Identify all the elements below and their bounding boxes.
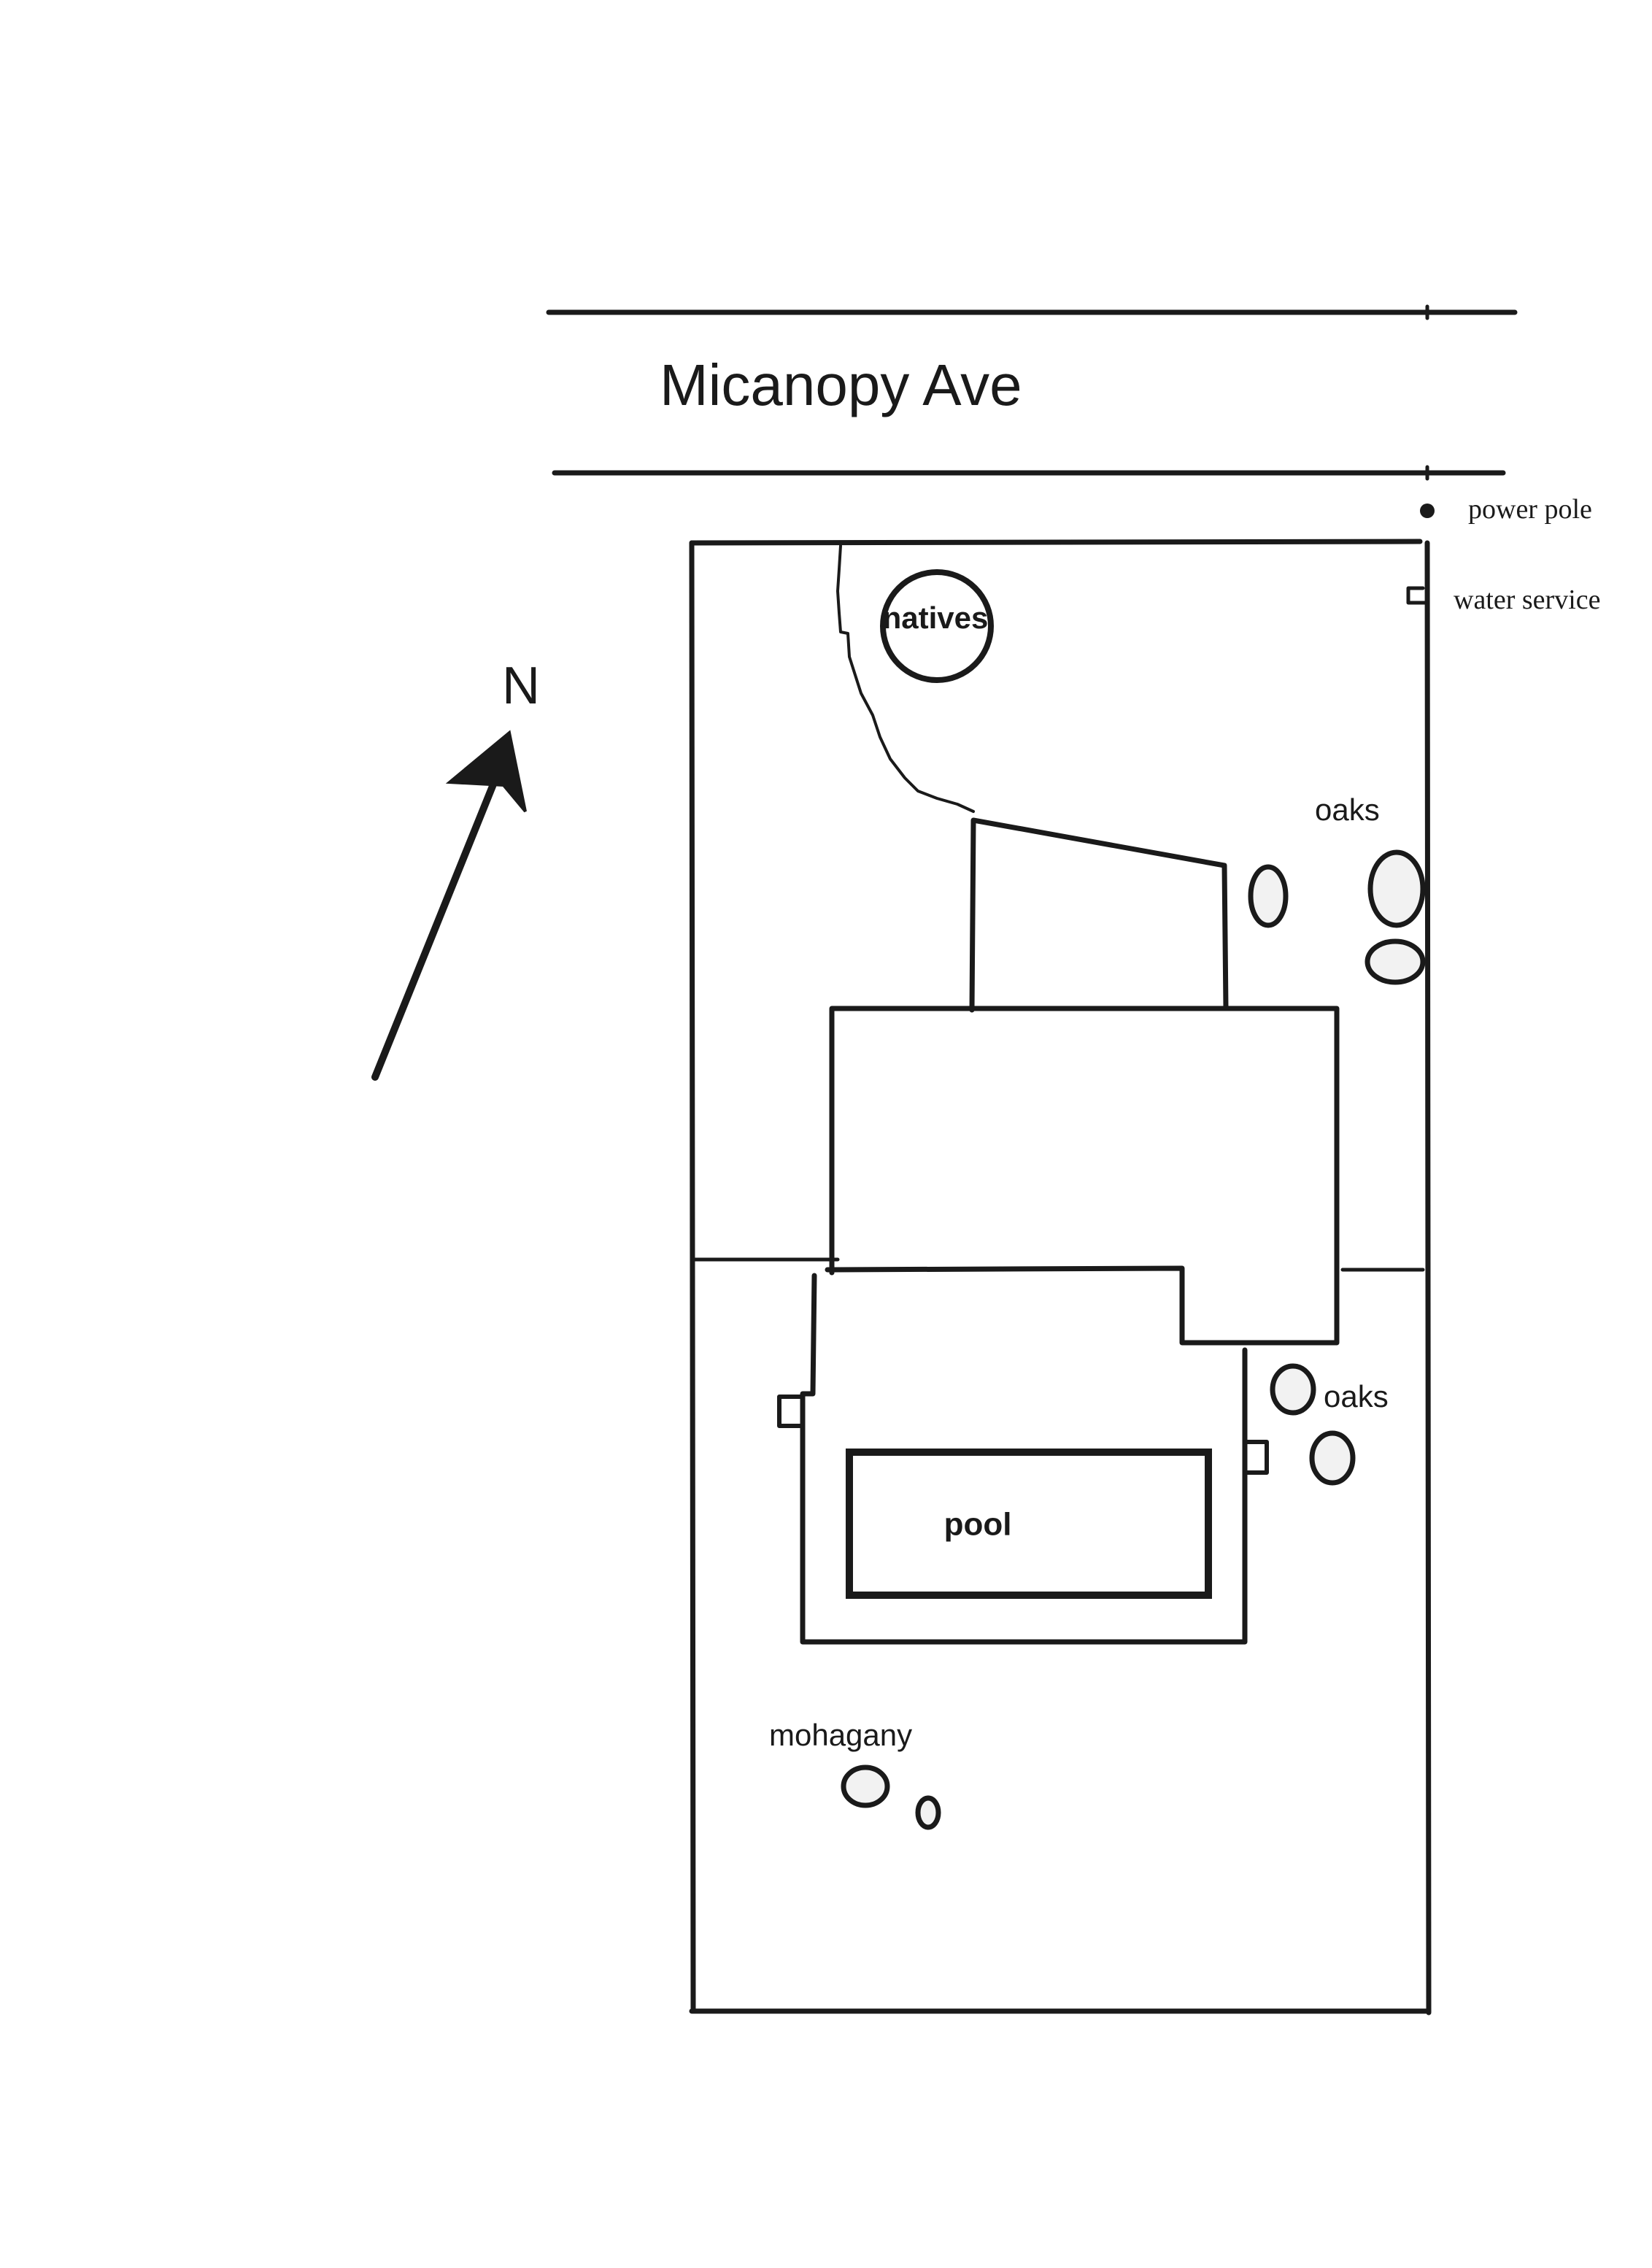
pool-equipment-east — [1244, 1440, 1269, 1475]
oak-tree-icon — [1248, 864, 1289, 928]
oak-tree-icon — [1365, 938, 1426, 985]
property-boundary-west — [689, 540, 696, 2014]
water-service-label: water service — [1454, 585, 1601, 615]
oak-tree-icon — [1309, 1430, 1356, 1486]
natives-circle — [880, 569, 994, 683]
house-outline — [825, 1006, 1340, 1346]
street-name-label: Micanopy Ave — [660, 352, 1022, 417]
oaks-north-label: oaks — [1315, 792, 1380, 827]
water-service-icon — [1406, 586, 1428, 605]
oak-tree-icon — [1367, 849, 1426, 928]
north-label: N — [502, 657, 540, 715]
mohagany-tree-icon — [841, 1764, 890, 1808]
power-pole-icon — [1420, 504, 1435, 518]
pool-deck-outline — [800, 1273, 1248, 1645]
natives-label: natives — [883, 601, 989, 635]
pool-label: pool — [944, 1507, 1012, 1543]
oaks-east-label: oaks — [1324, 1379, 1389, 1413]
natives-area-edge — [836, 544, 975, 813]
north-arrow-head — [445, 730, 527, 813]
oak-tree-icon — [1270, 1363, 1316, 1416]
north-arrow-shaft — [371, 770, 501, 1081]
mohagany-tree-icon — [915, 1795, 941, 1830]
power-pole-label: power pole — [1468, 494, 1592, 525]
pool-equipment-west — [777, 1395, 805, 1428]
property-boundary-east — [1424, 540, 1432, 2016]
mohagany-label: mohagany — [769, 1718, 912, 1752]
property-boundary — [689, 539, 1423, 546]
garage-outline — [969, 817, 1229, 1013]
pool — [846, 1449, 1212, 1599]
